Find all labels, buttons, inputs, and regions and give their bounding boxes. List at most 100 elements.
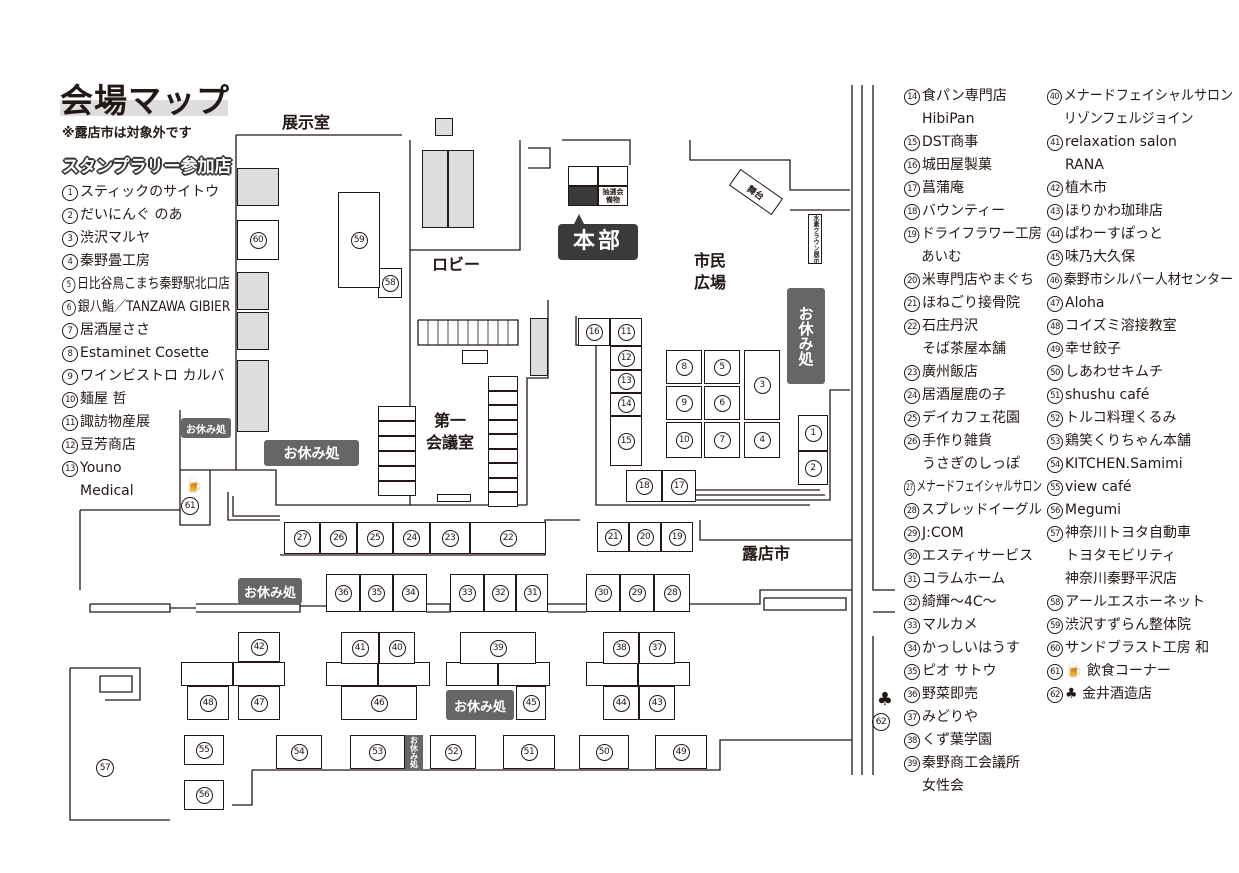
booth-49[interactable]: 49 (655, 735, 707, 769)
shop-list-item: 61🍺 飲食コーナー (1047, 660, 1171, 683)
booth-number: 24 (403, 529, 420, 547)
booth-11[interactable]: 11 (610, 318, 642, 346)
booth-3[interactable]: 3 (744, 350, 780, 420)
booth-30[interactable]: 30 (586, 574, 620, 612)
booth-53[interactable]: 53 (350, 735, 405, 769)
booth-5[interactable]: 5 (704, 350, 740, 384)
rest-area[interactable]: お休み処 (264, 440, 359, 466)
booth-1[interactable]: 1 (798, 415, 828, 451)
exhibit-box (435, 118, 453, 136)
booth-34[interactable]: 34 (393, 574, 427, 612)
shop-number: 37 (904, 710, 920, 726)
table (586, 662, 638, 686)
booth-29[interactable]: 29 (620, 574, 654, 612)
booth-8[interactable]: 8 (666, 350, 702, 384)
booth-number: 46 (370, 694, 388, 712)
booth-9[interactable]: 9 (666, 386, 702, 420)
booth-43[interactable]: 43 (639, 686, 675, 720)
rest-area[interactable]: お休み処 (787, 288, 825, 384)
booth-number: 18 (635, 477, 653, 495)
booth-6[interactable]: 6 (704, 386, 740, 420)
rest-area[interactable]: お休み処 (405, 735, 423, 769)
booth-19[interactable]: 19 (661, 522, 693, 552)
booth-35[interactable]: 35 (360, 574, 393, 612)
booth-38[interactable]: 38 (603, 632, 639, 664)
booth-60[interactable]: 60 (237, 220, 279, 260)
booth-50[interactable]: 50 (579, 735, 629, 769)
table (326, 662, 378, 686)
rest-area[interactable]: お休み処 (446, 690, 514, 720)
booth-15[interactable]: 15 (610, 416, 642, 466)
booth-48[interactable]: 48 (187, 686, 229, 720)
booth-45[interactable]: 45 (516, 686, 546, 720)
booth-55[interactable]: 55 (184, 735, 224, 765)
shop-name: Megumi (1065, 502, 1121, 518)
booth-26[interactable]: 26 (320, 522, 357, 554)
booth-46[interactable]: 46 (341, 686, 417, 720)
booth-42[interactable]: 42 (238, 632, 280, 662)
booth-47[interactable]: 47 (238, 686, 280, 720)
booth-54[interactable]: 54 (276, 735, 322, 769)
shop-number: 26 (904, 434, 920, 450)
booth-52[interactable]: 52 (430, 735, 476, 769)
booth-40[interactable]: 40 (379, 632, 415, 664)
booth-20[interactable]: 20 (629, 522, 661, 552)
shop-number: 25 (904, 411, 920, 427)
booth-21[interactable]: 21 (597, 522, 629, 552)
booth-56[interactable]: 56 (184, 780, 224, 810)
booth-39[interactable]: 39 (460, 632, 536, 664)
booth-33[interactable]: 33 (450, 574, 484, 612)
shop-name: ♣ 金井酒造店 (1065, 686, 1153, 702)
shop-number: 2 (62, 208, 78, 224)
booth-31[interactable]: 31 (516, 574, 548, 612)
booth-59[interactable]: 59 (338, 192, 380, 288)
booth-4[interactable]: 4 (744, 422, 780, 458)
shop-name: しあわせキムチ (1065, 364, 1163, 380)
booth-number: 51 (520, 743, 538, 761)
lobby-table (462, 350, 488, 364)
booth-2[interactable]: 2 (798, 451, 828, 485)
booth-28[interactable]: 28 (654, 574, 690, 612)
booth-25[interactable]: 25 (357, 522, 393, 554)
booth-17[interactable]: 17 (662, 470, 696, 502)
booth-10[interactable]: 10 (666, 422, 702, 458)
rest-area[interactable]: お休み処 (238, 578, 302, 604)
booth-32[interactable]: 32 (484, 574, 516, 612)
booth-13[interactable]: 13 (610, 370, 642, 393)
rest-area[interactable]: お休み処 (181, 418, 231, 438)
booth-41[interactable]: 41 (341, 632, 379, 664)
booth-51[interactable]: 51 (503, 735, 555, 769)
booth-58[interactable]: 58 (378, 268, 402, 298)
booth-14[interactable]: 14 (610, 393, 642, 416)
shop-number: 11 (62, 415, 78, 431)
booth-27[interactable]: 27 (284, 522, 320, 554)
booth-24[interactable]: 24 (393, 522, 430, 554)
booth-23[interactable]: 23 (430, 522, 470, 554)
exhibit-box (237, 360, 269, 432)
booth-22[interactable]: 22 (470, 522, 546, 554)
conference-table (378, 481, 416, 496)
shop-name: 城田屋製菓 (922, 157, 992, 173)
booth-37[interactable]: 37 (639, 632, 675, 664)
booth-36[interactable]: 36 (326, 574, 360, 612)
booth-44[interactable]: 44 (603, 686, 639, 720)
booth-12[interactable]: 12 (610, 346, 642, 370)
booth-18[interactable]: 18 (626, 470, 662, 502)
booth-7[interactable]: 7 (704, 422, 740, 458)
booth-16[interactable]: 16 (578, 318, 610, 346)
shop-number: 47 (1047, 296, 1063, 312)
